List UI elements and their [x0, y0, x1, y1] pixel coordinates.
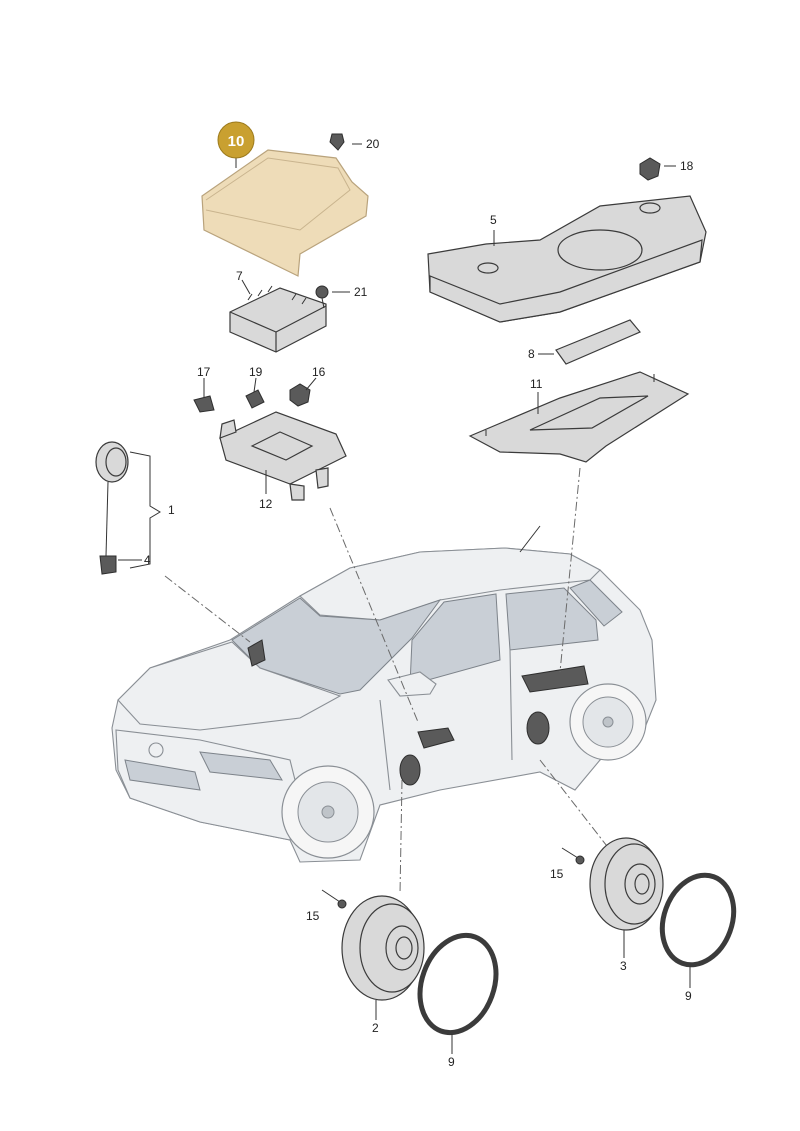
part-19-screw[interactable]: [245, 389, 265, 409]
callout-21: 21: [354, 285, 368, 299]
part-8-pad[interactable]: [555, 319, 641, 365]
callout-19: 19: [249, 365, 263, 379]
part-18-nut[interactable]: [639, 157, 661, 181]
part-1-tweeter[interactable]: [95, 441, 129, 575]
callout-11: 11: [530, 377, 543, 391]
part-12-bracket[interactable]: [219, 411, 347, 501]
part-2-speaker[interactable]: [341, 895, 425, 1001]
callout-1: 1: [168, 503, 175, 517]
callout-9-front: 9: [448, 1055, 455, 1069]
part-11-carrier[interactable]: [468, 371, 690, 463]
callout-20: 20: [366, 137, 380, 151]
cover-shape: [201, 149, 369, 277]
callout-15-front: 15: [306, 909, 320, 923]
part-21-screw[interactable]: [315, 285, 329, 309]
part-17-clip[interactable]: [193, 395, 215, 413]
callout-15-rear: 15: [550, 867, 564, 881]
callout-8: 8: [528, 347, 535, 361]
callout-17: 17: [197, 365, 211, 379]
callout-18: 18: [680, 159, 694, 173]
callout-12: 12: [259, 497, 273, 511]
part-3-speaker[interactable]: [589, 837, 664, 931]
callout-5: 5: [490, 213, 497, 227]
callout-3: 3: [620, 959, 627, 973]
part-15-screw-front[interactable]: [321, 889, 347, 909]
part-10-cover[interactable]: 10: [201, 121, 369, 277]
callout-7: 7: [236, 269, 243, 283]
part-9-ring-front[interactable]: [407, 925, 509, 1044]
callout-4: 4: [144, 553, 151, 567]
part-20-clip[interactable]: [329, 133, 345, 151]
part-7-module[interactable]: [229, 285, 327, 353]
assignment-lines: [164, 467, 611, 895]
vehicle-illustration: [111, 525, 657, 863]
callout-9-rear: 9: [685, 989, 692, 1003]
callout-label-10: 10: [228, 133, 245, 150]
callout-16: 16: [312, 365, 326, 379]
part-5-amplifier[interactable]: [427, 195, 707, 323]
part-16-nut[interactable]: [289, 383, 311, 407]
callout-2: 2: [372, 1021, 379, 1035]
callout-labels: 20 18 5 7 21 8 17 19 16 11 12 1 4 15 15 …: [144, 137, 694, 1069]
callout-badge-10: [217, 121, 255, 159]
leader-lines: [118, 143, 691, 1054]
part-9-ring-rear[interactable]: [650, 865, 745, 975]
part-15-screw-rear[interactable]: [561, 847, 585, 865]
